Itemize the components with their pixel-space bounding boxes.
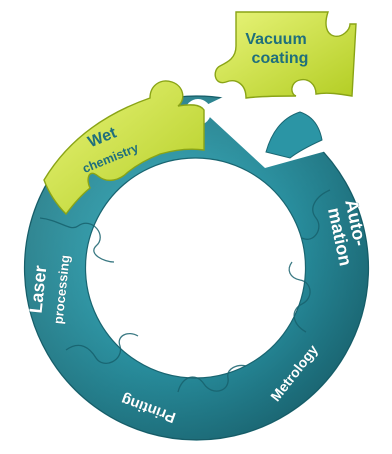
wet-chemistry-piece: Wet chemistry <box>43 80 205 216</box>
vacuum-coating-label-line2: coating <box>252 50 309 67</box>
vacuum-coating-label-line1: Vacuum <box>245 31 306 48</box>
vacuum-coating-piece: Vacuum coating <box>214 11 357 99</box>
laser-processing-label-line1: Laser <box>26 264 51 314</box>
segment-seams <box>39 189 331 393</box>
ring-body <box>23 95 370 441</box>
